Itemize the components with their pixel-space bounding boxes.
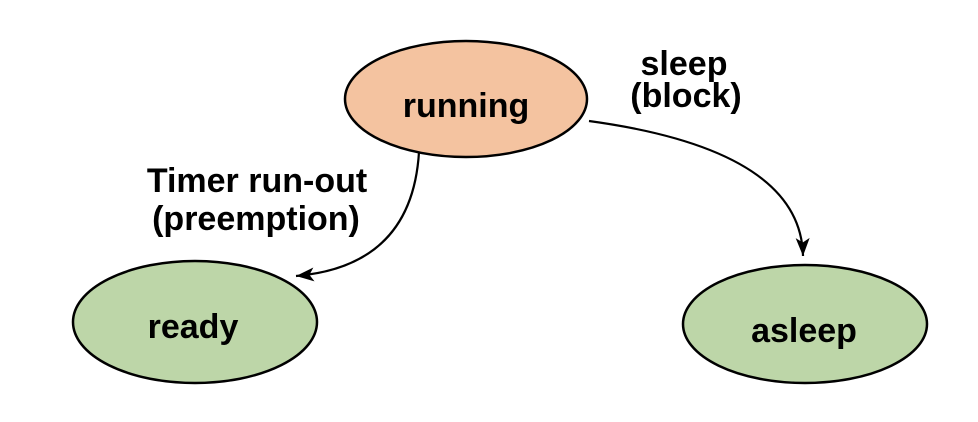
state-node-running xyxy=(343,39,589,159)
edge-label-timer-runout-line1: Timer run-out xyxy=(147,162,367,200)
edge-running-to-ready xyxy=(295,151,421,282)
state-node-asleep xyxy=(681,263,929,385)
state-label-asleep: asleep xyxy=(751,312,857,350)
state-node-ready xyxy=(71,259,319,385)
edge-label-timer-runout-line2: (preemption) xyxy=(152,200,360,238)
state-label-running: running xyxy=(403,87,530,125)
edge-label-sleep-block-line2: (block) xyxy=(630,77,741,115)
edge-running-to-asleep xyxy=(588,119,810,257)
edge-label-sleep-block-line1: sleep xyxy=(641,45,728,83)
state-label-ready: ready xyxy=(148,308,239,346)
